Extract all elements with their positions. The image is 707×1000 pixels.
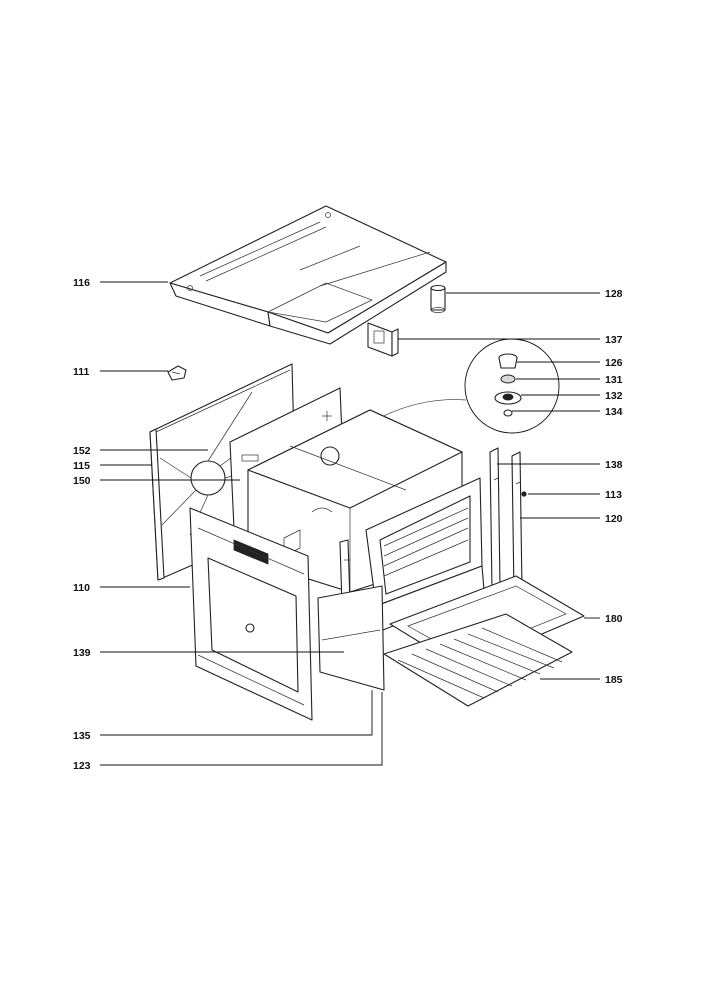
cylinder-part: [430, 284, 446, 313]
callout-180: 180: [584, 613, 623, 625]
callout-152: 152: [73, 445, 208, 457]
front-frame: [189, 507, 313, 721]
callout-131: 131: [516, 374, 623, 386]
callout-139: 139: [73, 647, 344, 659]
callout-110: 110: [73, 582, 190, 594]
callout-label-128: 128: [605, 288, 623, 300]
callout-150: 150: [73, 475, 240, 487]
callout-label-116: 116: [73, 277, 90, 289]
lamp-assembly: [335, 338, 560, 447]
clip-part: [167, 365, 187, 381]
callout-label-110: 110: [73, 582, 90, 594]
callout-label-180: 180: [605, 613, 623, 625]
callout-128: 128: [446, 288, 623, 300]
callout-label-134: 134: [605, 406, 623, 418]
callout-137: 137: [398, 334, 623, 346]
callout-label-113: 113: [605, 489, 622, 501]
callout-135: 135: [73, 690, 373, 742]
callout-label-138: 138: [605, 459, 623, 471]
callout-116: 116: [73, 277, 168, 289]
base-frame: [317, 585, 385, 691]
callout-label-131: 131: [605, 374, 623, 386]
callout-113: 113: [528, 489, 622, 501]
callout-label-152: 152: [73, 445, 91, 457]
callout-label-132: 132: [605, 390, 623, 402]
screw-part: [521, 491, 527, 497]
callout-134: 134: [512, 406, 623, 418]
right-rails: [489, 447, 523, 595]
top-cover-panel: [169, 205, 447, 345]
callout-120: 120: [520, 513, 623, 525]
callout-label-185: 185: [605, 674, 623, 686]
callout-123: 123: [73, 692, 383, 772]
callout-111: 111: [73, 366, 168, 378]
callout-label-139: 139: [73, 647, 91, 659]
callout-label-137: 137: [605, 334, 623, 346]
callout-label-135: 135: [73, 730, 91, 742]
grid-shelf: [383, 613, 573, 707]
callout-185: 185: [540, 674, 623, 686]
callout-138: 138: [497, 459, 623, 471]
callout-132: 132: [521, 390, 623, 402]
callout-115: 115: [73, 460, 152, 472]
callout-label-115: 115: [73, 460, 90, 472]
callout-label-150: 150: [73, 475, 91, 487]
bracket-part: [367, 322, 399, 357]
callout-126: 126: [517, 357, 623, 369]
cavity-front-frame: [365, 477, 485, 633]
callout-label-120: 120: [605, 513, 623, 525]
callout-label-111: 111: [73, 366, 90, 378]
callout-label-123: 123: [73, 760, 91, 772]
callout-label-126: 126: [605, 357, 623, 369]
